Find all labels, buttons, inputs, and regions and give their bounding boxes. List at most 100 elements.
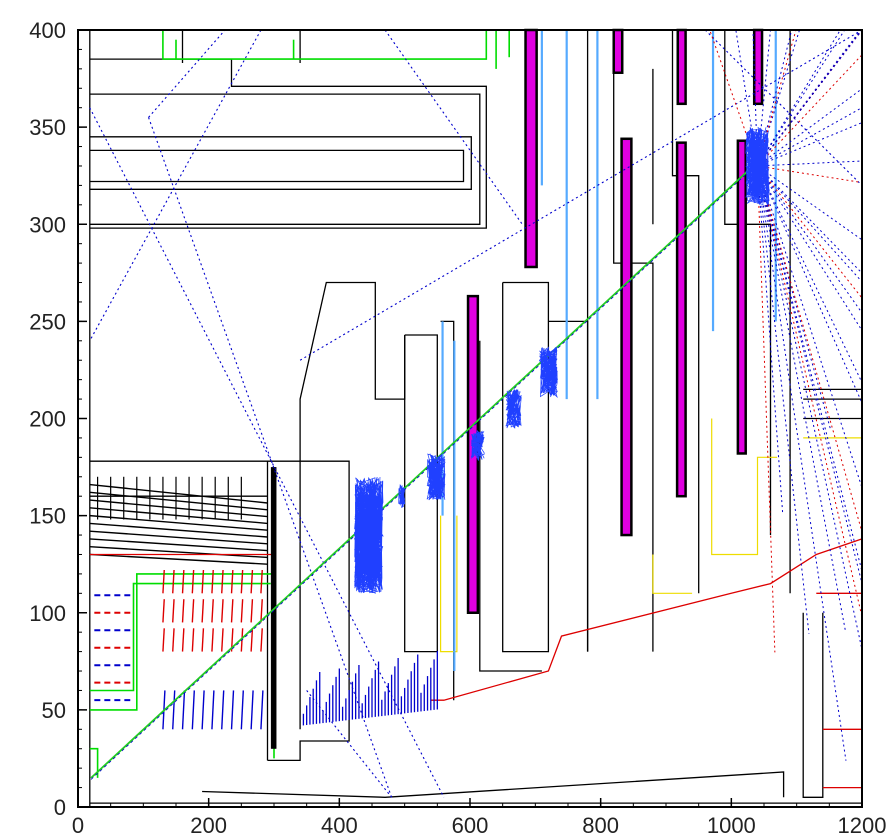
x-tick-label: 0 (72, 813, 84, 838)
x-tick-label: 400 (321, 813, 358, 838)
inner-hatch-line (89, 514, 268, 531)
fan-track (757, 165, 863, 383)
detector-outline (89, 93, 481, 225)
red-sensor-segment (221, 628, 224, 652)
y-tick-label: 100 (29, 601, 66, 626)
red-sensor-segment (211, 599, 214, 623)
x-tick-label: 1000 (707, 813, 756, 838)
fan-track (757, 165, 863, 314)
blue-sensor-segment (201, 690, 205, 730)
blue-sensor-segment (211, 690, 215, 730)
red-sensor-segment (221, 599, 224, 623)
blue-sensor-segment (230, 690, 235, 730)
magenta-module (736, 139, 747, 455)
x-tick-label: 600 (452, 813, 489, 838)
magenta-module (612, 28, 624, 74)
red-sensor-segment (181, 599, 185, 623)
fan-track (756, 165, 863, 584)
y-tick-label: 250 (29, 309, 66, 334)
blue-dotted-track (148, 29, 226, 118)
fan-track (756, 165, 847, 761)
fan-track (757, 29, 861, 167)
fan-track (757, 29, 846, 167)
red-sensor-segment (230, 569, 234, 594)
fan-track (757, 88, 863, 167)
blue-sensor-segment (181, 690, 186, 730)
detector-outline (89, 149, 465, 183)
red-sensor-segment (240, 599, 244, 623)
blue-dotted-track (89, 29, 262, 342)
shower-cluster (426, 452, 446, 501)
red-sensor-segment (230, 599, 234, 623)
detector-outline (802, 612, 824, 798)
inner-hatch-line (89, 530, 268, 545)
magenta-module (524, 28, 538, 269)
x-tick-label: 800 (582, 813, 619, 838)
red-sensor-segment (191, 628, 195, 652)
blue-dotted-track (89, 107, 445, 798)
fan-track (756, 29, 797, 167)
fan-track (756, 165, 776, 653)
inner-hatch-line (89, 538, 268, 552)
fan-track (757, 29, 863, 167)
fan-track (757, 54, 863, 167)
yellow-element-outline (652, 554, 693, 594)
inner-hatch-line (89, 483, 268, 504)
red-sensor-segment (250, 569, 254, 594)
fan-track (756, 165, 863, 616)
fan-track (756, 165, 863, 533)
red-sensor-segment (162, 569, 165, 594)
x-axis-ticks: 0 200 400 600 800 1000 1200 (72, 798, 887, 838)
y-tick-label: 400 (29, 18, 66, 43)
particle-tracks (89, 29, 863, 798)
inner-hatch-line (89, 491, 268, 511)
blue-sensor-segment (250, 690, 254, 730)
red-sensor-segment (201, 599, 205, 623)
fan-track (756, 165, 810, 634)
fan-track (757, 29, 841, 167)
red-sensor-segment (260, 569, 263, 594)
fan-track (756, 165, 847, 632)
fan-track (756, 165, 784, 514)
primary-track (90, 161, 759, 779)
y-tick-label: 300 (29, 212, 66, 237)
y-tick-label: 200 (29, 407, 66, 432)
shower-cluster (538, 346, 558, 399)
fan-track (757, 165, 863, 404)
x-tick-label: 1200 (838, 813, 887, 838)
fan-track (757, 165, 863, 241)
blue-sensor-segment (221, 690, 225, 730)
blue-sensor-segment (172, 690, 176, 730)
fan-track (757, 165, 863, 299)
detector-outline (202, 771, 785, 798)
red-sensor-segment (201, 628, 205, 652)
green-element-outline (162, 30, 488, 60)
primary-track-shadow (90, 163, 758, 780)
red-sensor-segment (172, 628, 175, 652)
blue-dotted-track (299, 29, 863, 361)
x-tick-label: 200 (190, 813, 227, 838)
fan-track (757, 165, 863, 283)
red-sensor-segment (191, 569, 195, 594)
detector-outline (613, 30, 654, 652)
blue-dotted-track (704, 29, 863, 186)
red-sensor-segment (221, 569, 224, 594)
y-tick-label: 0 (54, 795, 66, 820)
green-element-outline (89, 747, 99, 778)
blue-sensor-segment (240, 690, 244, 730)
fan-track (756, 29, 800, 167)
red-sensor-segment (240, 569, 244, 594)
red-sensor-segment (250, 599, 254, 623)
energy-showers (353, 126, 770, 594)
inner-hatch-line (89, 553, 268, 565)
fan-track (757, 122, 863, 167)
blue-dotted-track (148, 117, 393, 798)
fan-track (756, 165, 863, 488)
red-sensor-segment (250, 628, 254, 652)
red-sensor-segment (211, 569, 214, 594)
red-sensor-segment (191, 599, 195, 623)
red-sensor-segment (172, 569, 175, 594)
yellow-element-outline (440, 515, 458, 653)
